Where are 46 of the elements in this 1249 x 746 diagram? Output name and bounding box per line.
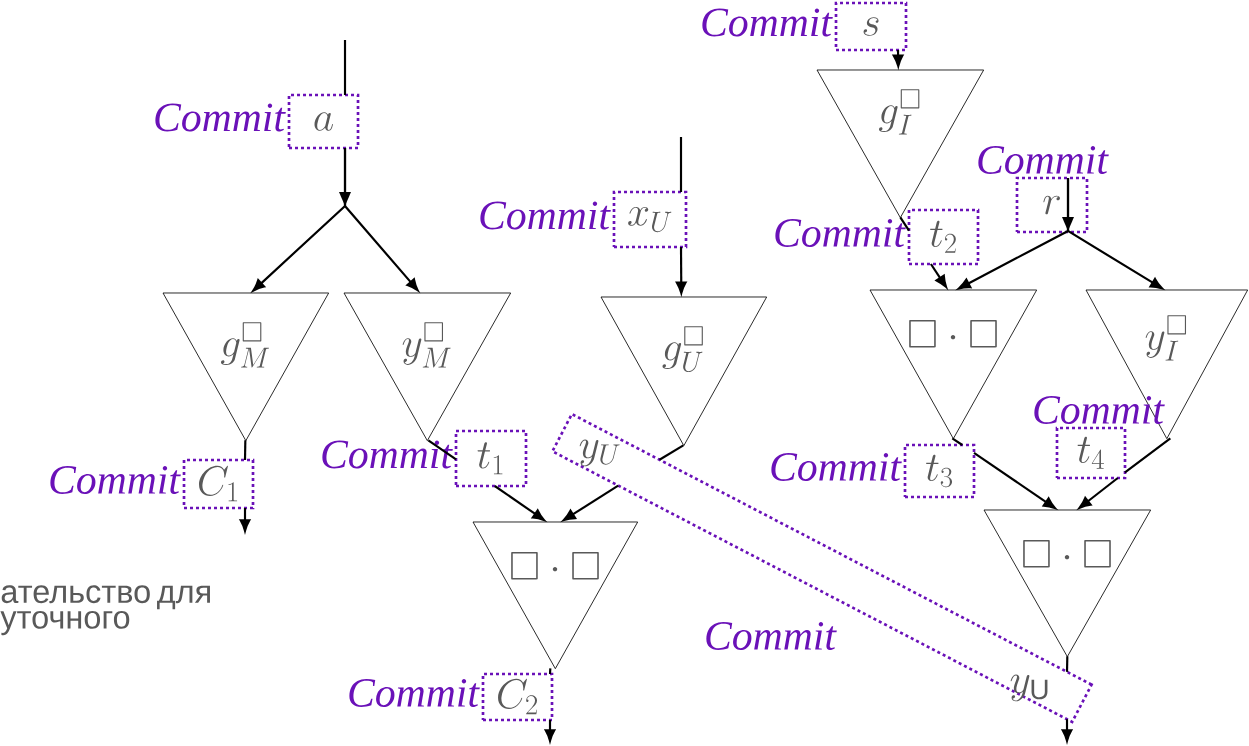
commit-label: Commit bbox=[702, 8, 833, 37]
commit-label: Commit bbox=[480, 201, 611, 230]
commit-label: Commit bbox=[771, 453, 902, 481]
dotted-box: $t_{1}$ bbox=[454, 429, 528, 488]
connector-line bbox=[243, 440, 247, 460]
arrow bbox=[930, 263, 948, 288]
connector-line bbox=[343, 40, 347, 95]
dotted-box: $r$ bbox=[1015, 176, 1089, 234]
commit-label: Commit bbox=[349, 679, 480, 707]
dotted-box: $t_{2}$ bbox=[907, 208, 980, 266]
connector-line bbox=[658, 444, 684, 461]
dotted-box: $x_{U}$ bbox=[612, 190, 688, 249]
commit-label: Commit bbox=[322, 440, 453, 469]
dotted-box: $t_{4}$ bbox=[1055, 426, 1127, 480]
connector-line bbox=[548, 668, 552, 675]
commit-label: Commit bbox=[155, 103, 286, 132]
connector-line bbox=[951, 437, 963, 446]
arrow bbox=[892, 50, 904, 68]
arrow bbox=[1061, 719, 1073, 742]
connector-line bbox=[679, 137, 683, 192]
dotted-box: $C_{1}$ bbox=[182, 458, 255, 510]
connector-line bbox=[1124, 437, 1171, 474]
arrow bbox=[239, 508, 251, 532]
arrow bbox=[973, 452, 1056, 509]
connector-line bbox=[427, 439, 457, 461]
arrow bbox=[544, 720, 556, 742]
dotted-box: $t_{3}$ bbox=[903, 443, 976, 499]
arrow bbox=[494, 485, 545, 521]
commit-label: Commit bbox=[50, 466, 181, 494]
arrow bbox=[1078, 477, 1119, 509]
arrow bbox=[675, 247, 687, 295]
dotted-box: $a$ bbox=[287, 93, 360, 150]
connector-line bbox=[1065, 656, 1069, 672]
caption-text: ательство для уточного bbox=[0, 585, 210, 636]
arrow bbox=[343, 148, 419, 292]
dotted-box: $s$ bbox=[834, 1, 908, 52]
commit-label: Commit bbox=[706, 622, 837, 650]
triangle: $\square\cdot\square$ bbox=[983, 509, 1152, 658]
connector-line bbox=[899, 216, 910, 232]
formula-label: $y_{\mathrm{U}}$ bbox=[1010, 674, 1048, 702]
arrow bbox=[562, 484, 619, 522]
triangle: $\square\cdot\square$ bbox=[472, 521, 639, 670]
commit-label: Commit bbox=[775, 219, 906, 247]
triangle: $g^{\square}_{M}$ bbox=[162, 292, 330, 442]
arrow bbox=[1066, 178, 1163, 290]
dotted-box: $C_{2}$ bbox=[481, 672, 554, 722]
